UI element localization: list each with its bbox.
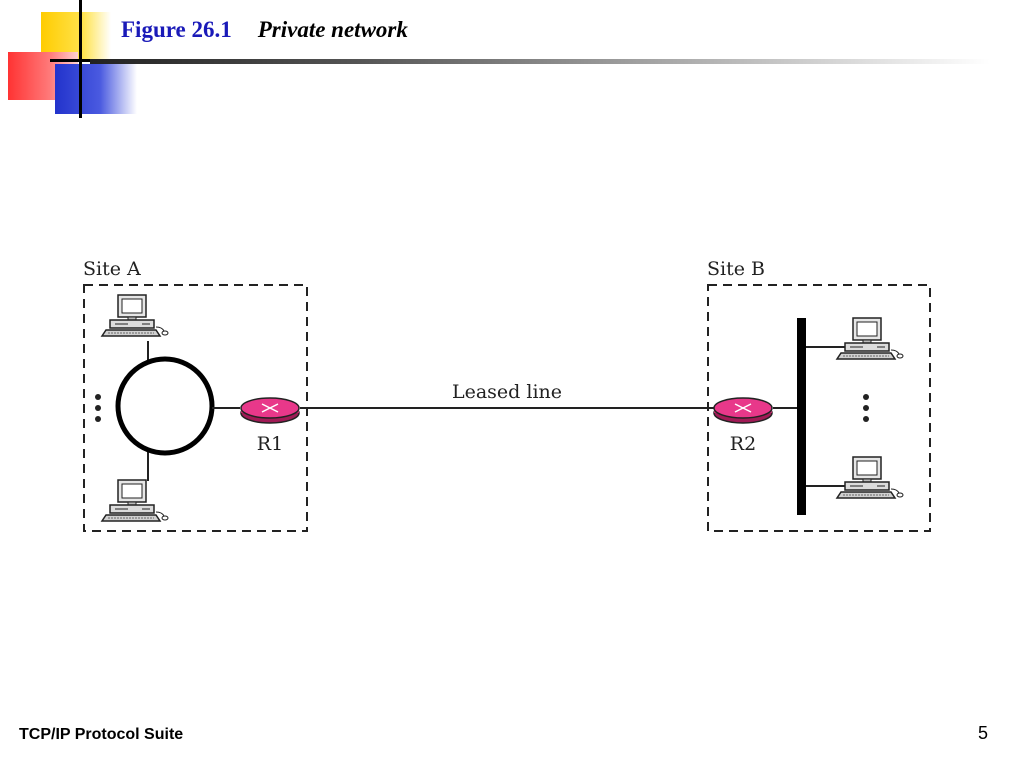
router-r1 <box>240 397 300 424</box>
leased-line-label: Leased line <box>452 381 562 403</box>
figure-label: Figure 26.1 <box>121 17 232 42</box>
site-a-label: Site A <box>83 258 141 280</box>
title-rule <box>90 59 990 64</box>
page-number: 5 <box>978 723 989 743</box>
site-b-computer-bottom <box>836 456 904 499</box>
router-r2 <box>713 397 773 424</box>
site-b-label: Site B <box>707 258 765 280</box>
slide-title: Figure 26.1 Private network <box>121 17 408 43</box>
bus-backbone <box>797 318 806 515</box>
router-r2-label: R2 <box>730 433 756 455</box>
footer-title: TCP/IP Protocol Suite <box>19 726 184 743</box>
site-a-computer-top <box>101 294 169 337</box>
ring-network <box>115 356 215 456</box>
decor-horizontal-line <box>50 59 90 62</box>
router-r1-label: R1 <box>257 433 283 455</box>
figure-title: Private network <box>257 17 408 42</box>
site-a-computer-bottom <box>101 479 169 522</box>
site-a-ellipsis-dots <box>95 394 101 422</box>
site-b-computer-top <box>836 317 904 360</box>
decor-blue-block <box>55 64 137 114</box>
site-b-boundary <box>707 284 931 532</box>
site-b-ellipsis-dots <box>863 394 869 422</box>
